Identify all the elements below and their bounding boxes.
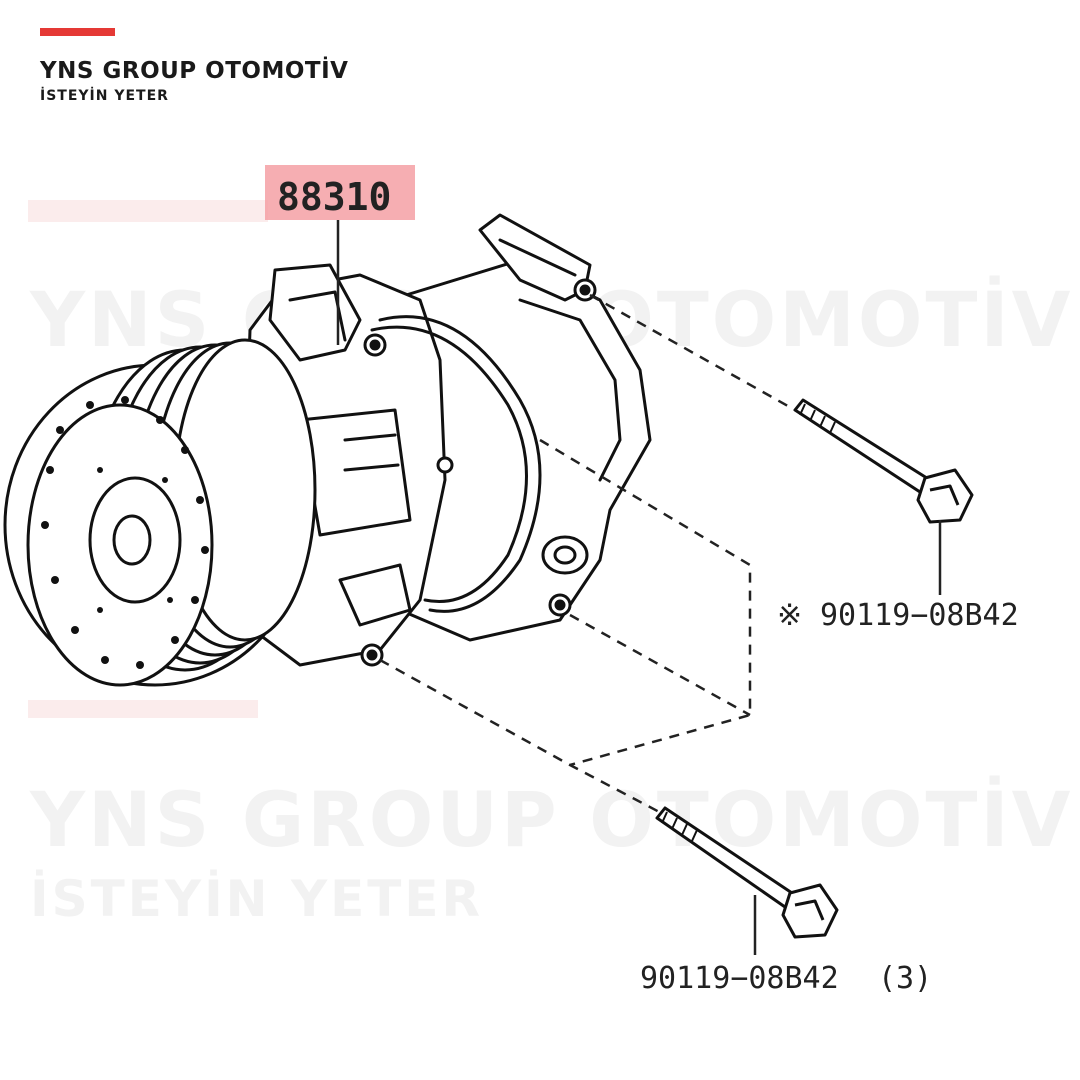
watermark-text-lower: YNS GROUP OTOMOTİV (30, 775, 1074, 864)
brand-accent-bar (40, 28, 115, 36)
bolt-upper-illustration (793, 398, 974, 524)
compressor-illustration (3, 213, 652, 687)
bolt-multi-part-number: 90119−08B42 (640, 961, 839, 996)
compressor-part-highlight (265, 165, 415, 220)
bolt-single-mark: ※ (777, 598, 802, 633)
bolt-single-part-number: 90119−08B42 (820, 598, 1019, 633)
brand-tagline: İSTEYİN YETER (40, 88, 169, 104)
bolt-multi-quantity: (3) (878, 961, 932, 996)
bolt-lower-illustration (655, 806, 839, 939)
compressor-part-number: 88310 (277, 175, 391, 219)
watermark-bar-bottom (28, 700, 258, 718)
watermark-tagline: İSTEYİN YETER (30, 870, 484, 928)
assembly-guide-lines (379, 293, 796, 817)
brand-header: YNS GROUP OTOMOTİV İSTEYİN YETER (40, 28, 348, 104)
watermark-bar-top (28, 200, 268, 222)
brand-name: YNS GROUP OTOMOTİV (40, 58, 349, 84)
